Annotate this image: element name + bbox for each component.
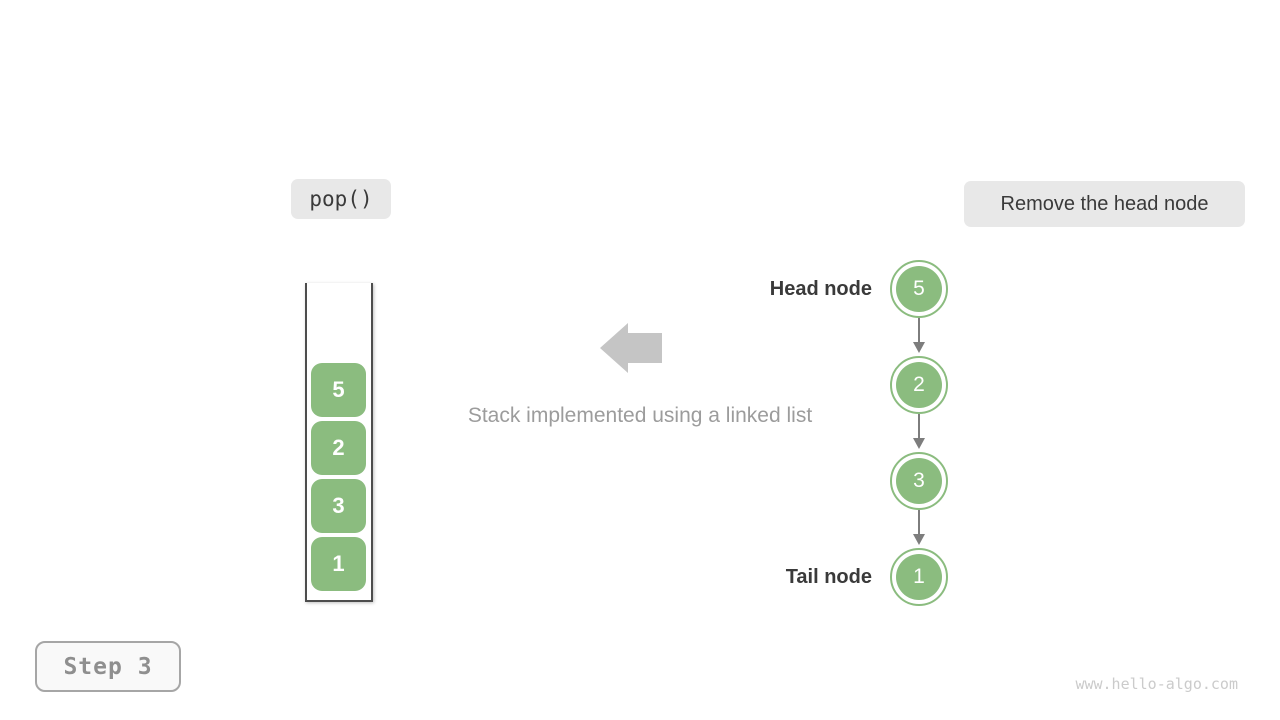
linked-list-node: 1 <box>890 548 948 606</box>
tail-node-label: Tail node <box>785 566 872 588</box>
left-block-arrow-icon <box>600 323 662 373</box>
stack-item: 1 <box>311 537 366 591</box>
node-value: 5 <box>896 266 942 312</box>
node-value: 1 <box>896 554 942 600</box>
arrow-down-icon <box>913 510 925 545</box>
annotation-badge: Remove the head node <box>964 181 1245 227</box>
linked-list-node: 3 <box>890 452 948 510</box>
node-value: 2 <box>896 362 942 408</box>
caption: Stack implemented using a linked list <box>467 404 813 427</box>
connector-line <box>917 510 921 534</box>
linked-list-node: 2 <box>890 356 948 414</box>
operation-badge: pop() <box>291 179 391 219</box>
node-value: 3 <box>896 458 942 504</box>
connector-line <box>917 318 921 342</box>
linked-list-node: 5 <box>890 260 948 318</box>
connector-line <box>917 414 921 438</box>
connector-arrowhead <box>913 534 925 545</box>
arrow-down-icon <box>913 414 925 449</box>
head-node-label: Head node <box>769 278 872 300</box>
connector-arrowhead <box>913 438 925 449</box>
stack-item: 5 <box>311 363 366 417</box>
arrow-down-icon <box>913 318 925 353</box>
connector-arrowhead <box>913 342 925 353</box>
stack-item: 2 <box>311 421 366 475</box>
watermark: www.hello-algo.com <box>1075 675 1238 693</box>
stack-item: 3 <box>311 479 366 533</box>
step-badge: Step 3 <box>35 641 181 692</box>
stack-container: 5 2 3 1 <box>305 283 373 602</box>
